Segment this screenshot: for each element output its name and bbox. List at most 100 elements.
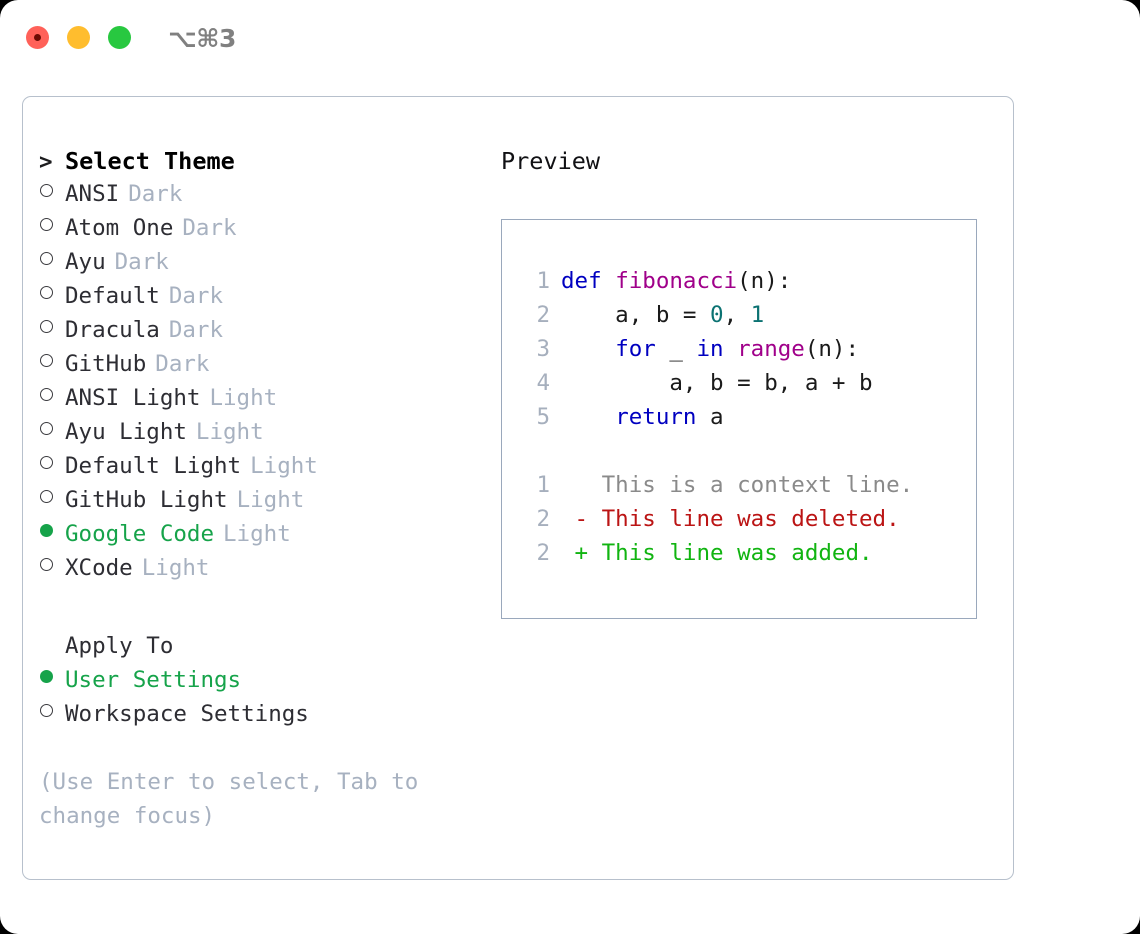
title-bar: ⌥⌘3 — [0, 0, 1140, 76]
code-line: 3 for _ in range(n): — [520, 332, 976, 366]
apply-to-option-label: Workspace Settings — [65, 701, 309, 727]
code-line: 4 a, b = b, a + b — [520, 366, 976, 400]
radio-unselected-icon — [39, 351, 65, 377]
radio-dot — [40, 218, 53, 231]
theme-option-ansi[interactable]: ANSI Dark — [39, 181, 479, 215]
radio-unselected-icon — [39, 317, 65, 343]
code-line-number: 4 — [536, 370, 550, 396]
apply-to-title: Apply To — [65, 633, 174, 659]
theme-variant-tag: Light — [209, 385, 278, 411]
code-token-fn: range — [737, 336, 805, 362]
diff-line-number: 1 — [536, 472, 550, 498]
theme-option-github[interactable]: GitHub Dark — [39, 351, 479, 385]
code-token-kw: return — [615, 404, 697, 430]
code-token-pln — [561, 336, 615, 362]
minimize-button[interactable] — [67, 26, 90, 49]
keyboard-hint-text: (Use Enter to select, Tab to change focu… — [39, 769, 419, 829]
theme-list-heading: > Select Theme — [39, 147, 479, 181]
code-line-text: for _ in range(n): — [561, 332, 859, 366]
preview-title: Preview — [501, 147, 601, 175]
radio-dot — [40, 524, 53, 537]
code-token-pln: , — [723, 302, 751, 328]
theme-variant-tag: Dark — [182, 215, 237, 241]
theme-variant-tag: Dark — [168, 317, 224, 343]
apply-to-option-workspace-settings[interactable]: Workspace Settings — [39, 701, 479, 735]
code-token-pln: a — [696, 404, 724, 430]
diff-line-text-del: - This line was deleted. — [561, 506, 900, 532]
code-token-pln: (n): — [737, 268, 792, 294]
radio-dot — [40, 286, 53, 299]
radio-unselected-icon — [39, 249, 65, 275]
theme-variant-tag: Light — [195, 419, 264, 445]
zoom-button[interactable] — [108, 26, 131, 49]
caret-icon: > — [39, 149, 53, 175]
apply-to-option-user-settings[interactable]: User Settings — [39, 667, 479, 701]
radio-selected-icon — [39, 521, 65, 547]
diff-line: 1 This is a context line. — [520, 468, 976, 502]
theme-option-label: XCode — [65, 555, 133, 581]
radio-unselected-icon — [39, 283, 65, 309]
theme-option-label: GitHub Light — [65, 487, 228, 513]
code-diff-spacer — [520, 434, 976, 468]
radio-unselected-icon — [39, 453, 65, 479]
radio-dot — [40, 252, 53, 265]
theme-option-label: Default — [65, 283, 160, 309]
code-line-text: a, b = b, a + b — [561, 366, 872, 400]
window-controls — [26, 26, 131, 49]
theme-option-github-light[interactable]: GitHub Light Light — [39, 487, 479, 521]
diff-line: 2 + This line was added. — [520, 536, 976, 570]
code-line: 2 a, b = 0, 1 — [520, 298, 976, 332]
code-token-pln — [602, 268, 616, 294]
radio-dot — [40, 354, 53, 367]
theme-option-label: Ayu — [65, 249, 106, 275]
code-line-number: 3 — [536, 336, 550, 362]
code-line: 1 def fibonacci(n): — [520, 264, 976, 298]
radio-dot — [40, 422, 53, 435]
theme-option-ayu-light[interactable]: Ayu Light Light — [39, 419, 479, 453]
radio-dot — [40, 490, 53, 503]
radio-unselected-icon — [39, 555, 65, 581]
diff-line-text-add: + This line was added. — [561, 540, 873, 566]
radio-dot — [40, 704, 53, 717]
keyboard-shortcut-label: ⌥⌘3 — [168, 24, 236, 53]
radio-dot — [40, 184, 53, 197]
theme-option-label: Ayu Light — [65, 419, 187, 445]
radio-unselected-icon — [39, 419, 65, 445]
radio-dot — [40, 670, 53, 683]
code-token-num: 1 — [750, 302, 765, 328]
code-line-text: return a — [561, 400, 724, 434]
theme-variant-tag: Light — [141, 555, 210, 581]
code-token-pln: a, b = — [561, 302, 711, 328]
code-line-text: def fibonacci(n): — [561, 264, 791, 298]
radio-dot — [40, 388, 53, 401]
theme-variant-tag: Dark — [128, 181, 183, 207]
close-button[interactable] — [26, 26, 49, 49]
theme-option-xcode[interactable]: XCode Light — [39, 555, 479, 589]
theme-variant-tag: Dark — [155, 351, 210, 377]
section-spacer — [39, 589, 479, 633]
apply-to-heading: Apply To — [39, 633, 479, 667]
theme-variant-tag: Light — [236, 487, 305, 513]
code-token-fn: fibonacci — [615, 268, 738, 294]
theme-list-title: Select Theme — [65, 147, 235, 175]
theme-variant-tag: Light — [250, 453, 318, 479]
radio-unselected-icon — [39, 487, 65, 513]
theme-option-label: ANSI — [65, 181, 120, 207]
diff-line-number: 2 — [536, 506, 550, 532]
theme-option-label: GitHub — [65, 351, 147, 377]
code-line-number: 1 — [536, 268, 550, 294]
theme-variant-tag: Light — [223, 521, 291, 547]
code-token-pln — [724, 336, 738, 362]
